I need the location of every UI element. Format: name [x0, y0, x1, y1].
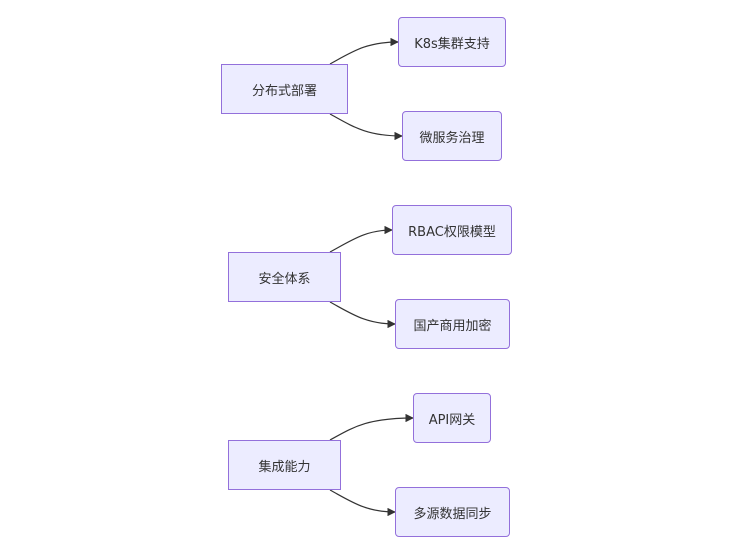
- node-multi-source-data-sync: 多源数据同步: [395, 487, 510, 537]
- node-distributed-deployment: 分布式部署: [221, 64, 348, 114]
- edge-deploy-to-k8s: [329, 37, 399, 65]
- node-api-gateway: API网关: [413, 393, 491, 443]
- node-rbac-permission-model: RBAC权限模型: [392, 205, 512, 255]
- edge-security-to-rbac: [329, 225, 393, 253]
- edge-deploy-to-microservice: [329, 113, 403, 141]
- node-integration-capability: 集成能力: [228, 440, 341, 490]
- edge-integration-to-data-sync: [329, 489, 396, 517]
- node-k8s-cluster-support: K8s集群支持: [398, 17, 506, 67]
- node-commercial-crypto: 国产商用加密: [395, 299, 510, 349]
- edge-security-to-crypto: [329, 301, 396, 329]
- node-microservice-governance: 微服务治理: [402, 111, 502, 161]
- edge-integration-to-api-gateway: [329, 413, 414, 441]
- node-security-system: 安全体系: [228, 252, 341, 302]
